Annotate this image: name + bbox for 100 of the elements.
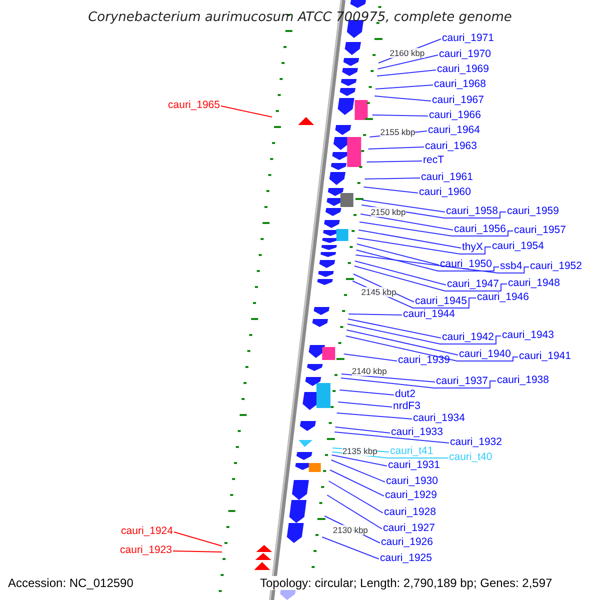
leader-line: [338, 402, 392, 408]
leader-line: [346, 336, 518, 362]
scale-label: 2155 kbp: [380, 127, 416, 137]
gene-label: cauri_1954: [492, 240, 544, 252]
gene-label: cauri_1931: [388, 459, 440, 471]
leader-line: [336, 412, 412, 420]
gene-label: cauri_1927: [383, 522, 435, 534]
leader-line: [322, 536, 380, 560]
leader-line: [360, 214, 454, 230]
leader-line: [348, 314, 402, 316]
scale-label: 2145 kbp: [361, 287, 396, 297]
gene-label: cauri_1928: [384, 506, 436, 518]
leader-line: [341, 374, 436, 382]
gene-label: cauri_1952: [530, 260, 582, 272]
leader-line: [346, 330, 458, 356]
gene-label: cauri_1940: [459, 348, 511, 360]
gene-label: cauri_1923: [120, 544, 172, 556]
gene-label: cauri_1929: [385, 489, 437, 501]
gene-label: cauri_1966: [429, 109, 481, 121]
leader-line: [374, 84, 434, 90]
scale-label: 2140 kbp: [352, 366, 387, 376]
gene-label: cauri_1948: [508, 277, 560, 289]
gene-label: cauri_1926: [381, 536, 433, 548]
gene-label: recT: [423, 154, 444, 166]
leader-line: [377, 54, 438, 70]
gene-label: dut2: [395, 388, 416, 400]
scale-label: 2135 kbp: [342, 446, 378, 456]
leader-line: [339, 390, 394, 396]
leader-line: [334, 426, 390, 434]
leader-line: [376, 70, 436, 76]
leader-line: [354, 260, 446, 286]
leader-line: [372, 114, 428, 116]
gene-label: cauri_1961: [421, 171, 473, 183]
leader-line: [340, 378, 496, 388]
scale-label: 2160 kbp: [390, 48, 425, 58]
leader-line: [374, 96, 432, 102]
leader-line: [356, 250, 500, 272]
footer-text: Topology: circular; Length: 2,790,189 bp; Genes: 2,597: [260, 576, 552, 590]
gene-label: cauri_1930: [386, 475, 438, 487]
leader-line: [328, 480, 384, 514]
leader-line: [363, 186, 418, 194]
leader-line: [326, 494, 382, 530]
gene-label: cauri_1947: [447, 278, 499, 290]
gene-label: cauri_1942: [442, 331, 494, 343]
gene-label: cauri_1944: [403, 308, 455, 320]
gene-label: cauri_1937: [436, 375, 488, 387]
gene-label: cauri_1938: [497, 374, 549, 386]
leader-line: [334, 432, 450, 444]
gene-label: nrdF3: [393, 400, 420, 412]
leader-line: [330, 470, 384, 496]
map-title: Corynebacterium aurimucosum ATCC 700975, complete genome: [87, 10, 513, 26]
leader-line: [346, 324, 502, 344]
gene-label: cauri_1939: [398, 354, 450, 366]
gene-label: cauri_1969: [437, 63, 489, 75]
scale-label: 2130 kbp: [332, 525, 368, 535]
leader-line: [357, 238, 492, 254]
gene-label: cauri_t40: [449, 451, 492, 463]
gene-label: cauri_1968: [434, 78, 486, 90]
leader-line: [172, 550, 222, 552]
leader-line: [354, 266, 508, 292]
leader-line: [366, 160, 422, 162]
leader-line: [358, 230, 462, 248]
leader-line: [343, 354, 398, 362]
gene-label: cauri_1933: [391, 426, 443, 438]
gene-label: cauri_1965: [168, 99, 220, 111]
gene-label: cauri_1958: [446, 205, 498, 217]
scale-label: 2150 kbp: [370, 207, 406, 217]
gene-label: cauri_1970: [439, 48, 491, 60]
gene-label: cauri_1957: [514, 224, 566, 236]
leader-line: [362, 200, 446, 212]
gene-label: cauri_1943: [502, 329, 554, 341]
leader-line: [348, 318, 442, 338]
gene-label: ssb4: [500, 260, 522, 272]
leader-line: [356, 244, 440, 266]
gene-label: cauri_1950: [440, 258, 492, 270]
gene-label: cauri_1964: [428, 124, 480, 136]
gene-label: cauri_1967: [432, 94, 484, 106]
leader-line: [220, 106, 272, 118]
leader-line: [355, 254, 530, 274]
gene-label: cauri_1945: [415, 295, 467, 307]
leader-line: [368, 146, 424, 150]
gene-label: cauri_1946: [477, 291, 529, 303]
footer-text: Accession: NC_012590: [8, 576, 134, 590]
gene-label: thyX: [462, 241, 484, 253]
gene-label: cauri_1963: [425, 140, 477, 152]
gene-label: cauri_1924: [121, 525, 173, 537]
leader-line: [331, 454, 388, 466]
gene-label: cauri_1932: [450, 436, 502, 448]
gene-label: cauri_1959: [507, 205, 559, 217]
leader-line: [174, 532, 222, 546]
leader-line: [330, 460, 386, 482]
leader-line: [364, 178, 420, 180]
leader-line: [359, 222, 514, 236]
gene-label: cauri_1971: [442, 32, 494, 44]
gene-label: cauri_1934: [413, 412, 465, 424]
gene-label: cauri_1960: [419, 186, 471, 198]
gene-label: cauri_t41: [390, 445, 434, 457]
gene-label: cauri_1941: [519, 350, 571, 362]
gene-label: cauri_1925: [380, 552, 432, 564]
gene-label: cauri_1956: [454, 223, 506, 235]
